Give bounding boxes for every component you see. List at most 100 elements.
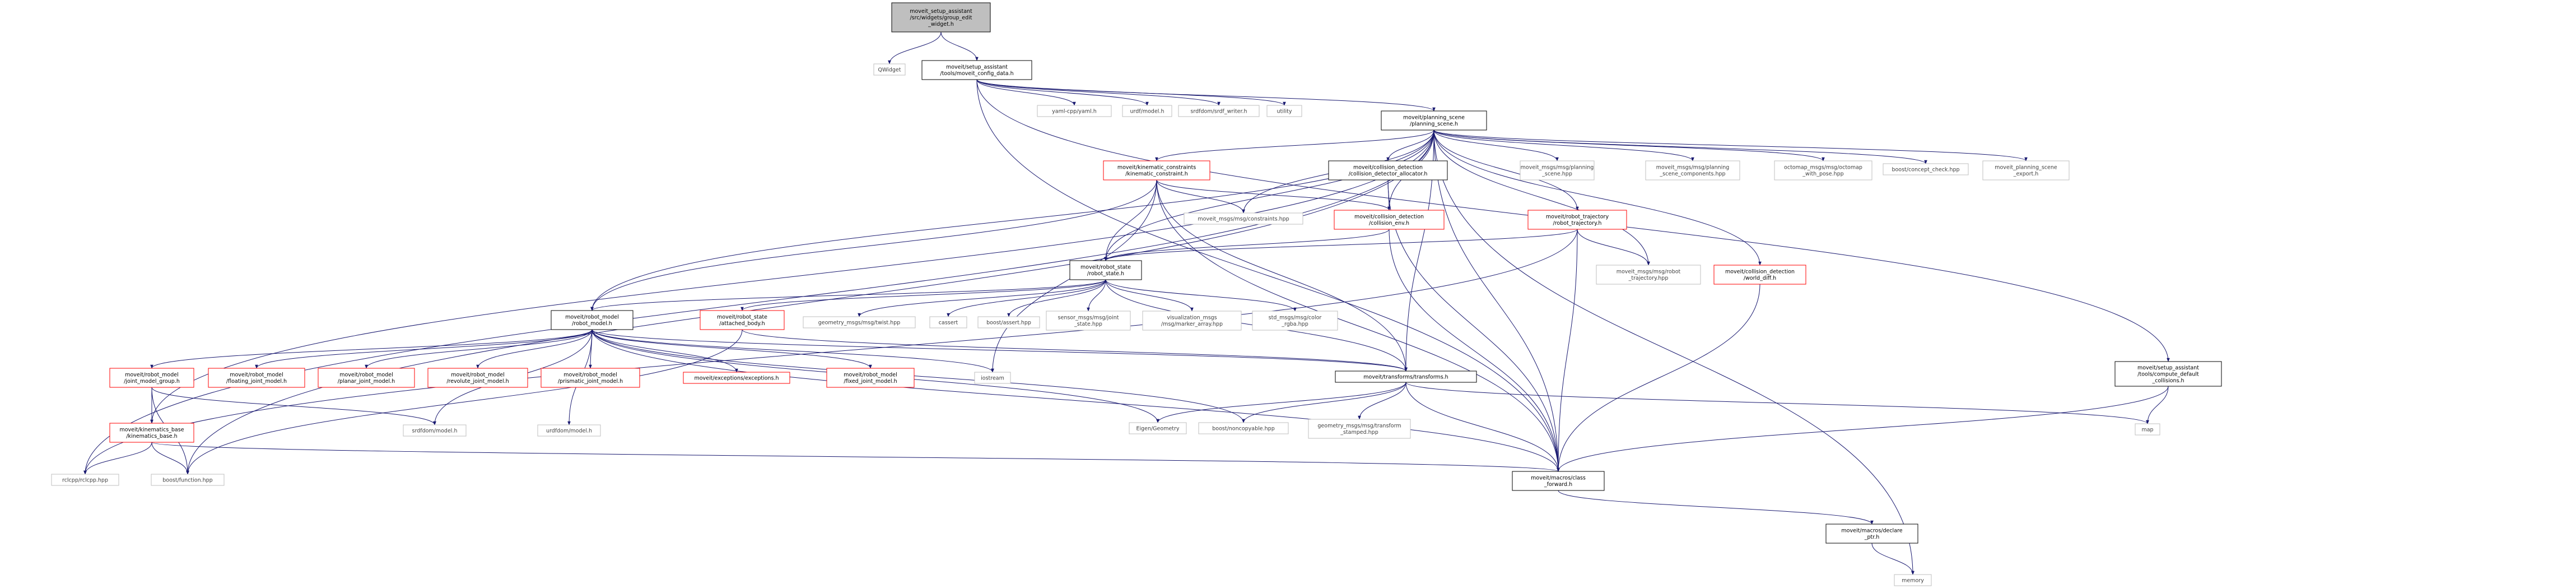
dependency-edge [591, 329, 994, 373]
node-label: urdfdom/model.h [546, 428, 592, 434]
dependency-edge [1405, 382, 1560, 472]
node-label: boost/assert.hpp [986, 320, 1031, 326]
node-urdfmodel: urdfdom/model.h [537, 424, 601, 437]
node-wd[interactable]: moveit/collision_detection/world_diff.h [1713, 265, 1806, 285]
node-label: rclcpp/rclcpp.hpp [62, 477, 108, 483]
node-box [826, 368, 915, 388]
node-rs[interactable]: moveit/robot_state/robot_state.h [1069, 260, 1142, 280]
dependency-edge [590, 279, 1106, 311]
node-label: /tools/moveit_config_data.h [940, 71, 1013, 77]
node-label: cassert [939, 320, 958, 326]
node-box [1122, 105, 1172, 117]
node-box [1894, 574, 1932, 586]
node-label: _with_pose.hpp [1802, 171, 1843, 177]
node-box [403, 424, 467, 437]
dependency-edge [591, 329, 872, 369]
dependency-edge [1557, 386, 2169, 472]
node-label: moveit_msgs/msg/constraints.hpp [1198, 216, 1289, 222]
node-box [1381, 110, 1487, 131]
node-box [1512, 471, 1605, 491]
node-root[interactable]: moveit_setup_assistant/src/widgets/group… [891, 2, 991, 33]
dependency-edge [591, 329, 738, 373]
node-iostream: iostream [974, 372, 1011, 384]
node-box [1266, 105, 1302, 117]
node-cda[interactable]: moveit/collision_detection/collision_det… [1328, 160, 1448, 180]
node-gmts: geometry_msgs/msg/transform_stamped.hpp [1308, 419, 1411, 439]
node-box [1982, 160, 2070, 180]
node-rclcpp: rclcpp/rclcpp.hpp [51, 474, 119, 486]
node-kb[interactable]: moveit/kinematics_base/kinematics_base.h [109, 423, 194, 443]
node-label: /planning_scene.h [1410, 121, 1458, 127]
node-box [427, 368, 528, 388]
node-rt[interactable]: moveit/robot_trajectory/robot_trajectory… [1527, 210, 1627, 230]
dependency-edge [1558, 490, 1874, 525]
node-prjm[interactable]: moveit/robot_model/prismatic_joint_model… [541, 368, 640, 388]
node-fixed[interactable]: moveit/robot_model/fixed_joint_model.h [826, 368, 915, 388]
node-label: Eigen/Geometry [1136, 425, 1179, 432]
node-label: moveit/robot_model [451, 372, 505, 378]
dependency-edge [150, 329, 593, 369]
dependency-edge [1433, 129, 1694, 161]
node-rm[interactable]: moveit/robot_model/robot_model.h [551, 310, 633, 330]
node-cenv[interactable]: moveit/collision_detection/collision_env… [1334, 210, 1445, 230]
node-mcd[interactable]: moveit/setup_assistant/tools/moveit_conf… [921, 60, 1032, 80]
node-exc[interactable]: moveit/exceptions/exceptions.h [683, 372, 790, 384]
node-label: QWidget [878, 67, 901, 73]
node-box [51, 474, 119, 486]
dependency-edge [591, 329, 1408, 372]
node-box [1046, 311, 1131, 331]
node-label: moveit/planning_scene [1403, 115, 1465, 121]
dependency-edge [1433, 129, 1650, 266]
node-label: /world_diff.h [1744, 275, 1776, 281]
node-utility: utility [1266, 105, 1302, 117]
node-ab[interactable]: moveit/robot_state/attached_body.h [700, 310, 785, 330]
node-mmcon: moveit_msgs/msg/constraints.hpp [1184, 212, 1303, 225]
node-label: map [2141, 427, 2153, 433]
node-label: moveit/setup_assistant [946, 64, 1008, 71]
dependency-edge [976, 79, 1436, 112]
node-tf[interactable]: moveit/transforms/transforms.h [1335, 371, 1477, 383]
node-classfwd[interactable]: moveit/macros/class_forward.h [1512, 471, 1605, 491]
node-cdc[interactable]: moveit/setup_assistant/tools/compute_def… [2114, 361, 2222, 387]
node-stdcolor: std_msgs/msg/color_rgba.hpp [1252, 311, 1338, 331]
node-pjm[interactable]: moveit/robot_model/planar_joint_model.h [318, 368, 415, 388]
node-label: /prismatic_joint_model.h [558, 378, 623, 385]
node-label: _widget.h [928, 21, 954, 27]
node-gmtwist: geometry_msgs/msg/twist.hpp [803, 316, 916, 328]
dependency-edge [940, 31, 979, 61]
node-declptr[interactable]: moveit/macros/declare_ptr.h [1825, 524, 1918, 544]
node-concept: boost/concept_check.hpp [1883, 163, 1969, 175]
node-label: visualization_msgs [1167, 315, 1217, 321]
node-box [1334, 210, 1445, 230]
node-vis: visualization_msgs/msg/marker_array.hpp [1142, 311, 1242, 331]
node-label: moveit/macros/declare [1841, 528, 1902, 534]
node-label: srdfdom/srdf_writer.h [1190, 108, 1247, 114]
node-box [318, 368, 415, 388]
node-label: _trajectory.hpp [1628, 275, 1669, 281]
node-bassert: boost/assert.hpp [977, 316, 1040, 328]
node-label: memory [1902, 577, 1924, 584]
node-psexport: moveit_planning_scene_export.h [1982, 160, 2070, 180]
node-box [891, 2, 991, 33]
node-jmg[interactable]: moveit/robot_model/joint_model_group.h [109, 368, 194, 388]
dependency-edge [947, 279, 1106, 317]
node-label: boost/function.hpp [162, 477, 212, 483]
node-fjm[interactable]: moveit/robot_model/floating_joint_model.… [208, 368, 305, 388]
node-box [873, 63, 906, 76]
node-rjm[interactable]: moveit/robot_model/revolute_joint_model.… [427, 368, 528, 388]
dependency-edge [1155, 129, 1434, 161]
dependency-edge [1156, 179, 1391, 211]
node-label: geometry_msgs/msg/transform [1317, 423, 1401, 429]
node-label: boost/noncopyable.hpp [1212, 425, 1275, 432]
edges-layer [83, 31, 2170, 575]
node-ps[interactable]: moveit/planning_scene/planning_scene.h [1381, 110, 1487, 131]
dependency-edge [83, 442, 152, 475]
node-kc[interactable]: moveit/kinematic_constraints/kinematic_c… [1103, 160, 1210, 180]
node-label: moveit/robot_trajectory [1546, 214, 1609, 220]
dependency-edge [1387, 179, 1560, 472]
node-label: /src/widgets/group_edit [910, 15, 972, 21]
dependency-edge [1156, 179, 1408, 372]
dependency-edge [1433, 129, 1762, 266]
node-label: moveit_msgs/msg/planning [1521, 165, 1594, 171]
node-box [1883, 163, 1969, 175]
